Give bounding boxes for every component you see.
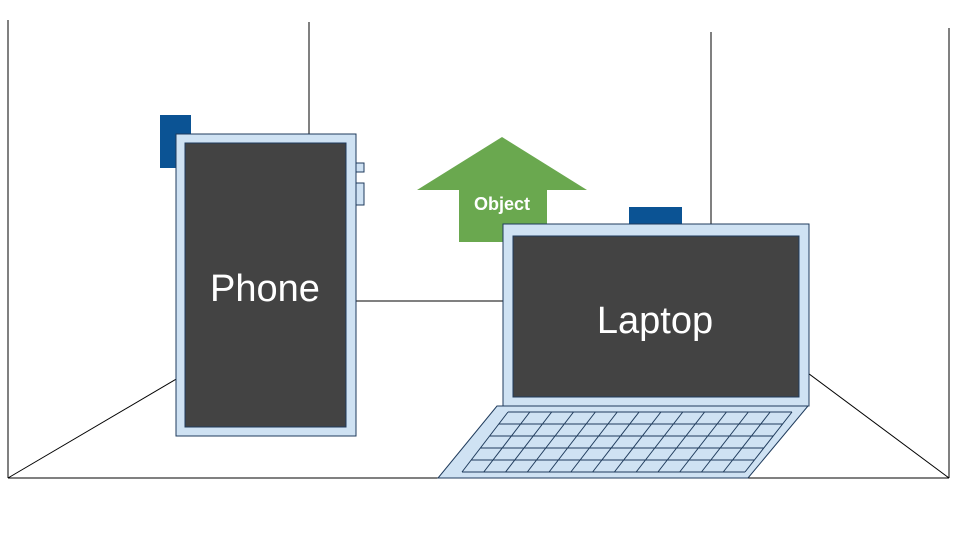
keyboard-column-line	[613, 411, 662, 473]
phone-side-button-bottom	[355, 182, 365, 206]
keyboard-column-line	[505, 411, 553, 473]
laptop-keyboard-deck	[436, 405, 810, 479]
laptop-camera	[629, 207, 682, 224]
keyboard-column-line	[526, 411, 574, 473]
keyboard-column-line	[548, 411, 596, 473]
arrow-shape	[417, 137, 587, 242]
laptop-device: Laptop	[436, 207, 810, 479]
keyboard-column-line	[483, 411, 531, 473]
object-arrow: Object	[417, 137, 587, 242]
phone-side-button-top	[355, 162, 365, 173]
keyboard-column-line	[679, 411, 727, 473]
laptop-keyboard-grid	[461, 411, 793, 473]
phone-label: Phone	[210, 268, 320, 310]
keyboard-column-line	[701, 411, 749, 473]
keyboard-column-line	[570, 411, 618, 473]
keyboard-column-line	[722, 411, 771, 473]
keyboard-column-line	[461, 411, 509, 473]
keyboard-column-line	[744, 411, 793, 473]
object-label: Object	[474, 194, 530, 214]
keyboard-column-line	[592, 411, 640, 473]
keyboard-column-line	[635, 411, 684, 473]
phone-screen	[184, 142, 347, 428]
phone-device: Phone	[160, 115, 365, 437]
laptop-screen	[512, 235, 800, 398]
keyboard-column-line	[657, 411, 706, 473]
laptop-label: Laptop	[597, 300, 713, 342]
